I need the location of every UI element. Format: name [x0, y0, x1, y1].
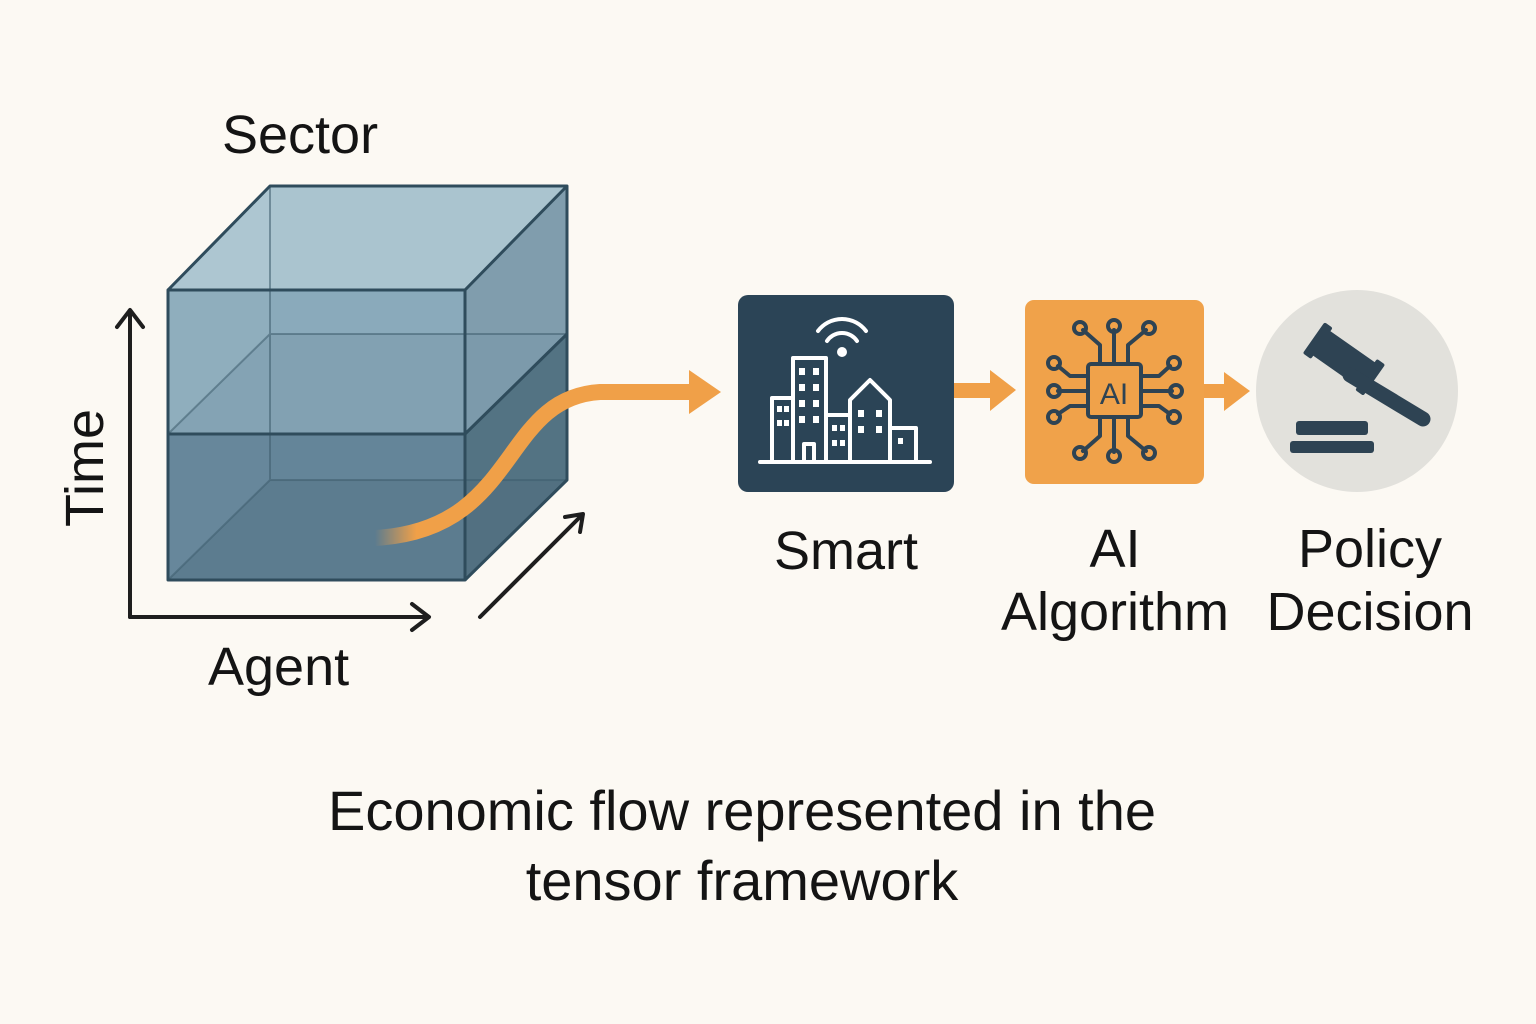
arrow-ai-to-policy	[1204, 372, 1250, 411]
tensor-cube	[166, 184, 569, 582]
ai-stage-label-line2: Algorithm	[1000, 581, 1230, 642]
arrow-smart-to-ai	[954, 370, 1016, 411]
cube-inner-slice	[168, 334, 567, 434]
caption-line-2: tensor framework	[525, 849, 959, 912]
economic-flow-arrow	[374, 370, 721, 546]
policy-stage-label-line2: Decision	[1266, 581, 1474, 642]
time-axis-label: Time	[55, 409, 115, 527]
policy-stage-label-line1: Policy	[1297, 519, 1443, 579]
sector-axis-label: Sector	[222, 105, 379, 165]
ai-chip-icon	[1046, 318, 1184, 464]
ai-stage-label-line1: AI	[1089, 519, 1141, 579]
agent-axis-label: Agent	[208, 637, 350, 697]
time-axis-arrow	[115, 308, 145, 619]
cube-front-face-lower	[168, 434, 465, 580]
smart-city-box	[738, 295, 954, 492]
figure-caption: Economic flow represented in the tensor …	[0, 776, 1484, 916]
sector-axis-arrow	[478, 512, 585, 619]
policy-stage-label: Policy Decision	[1266, 518, 1473, 643]
agent-axis-arrow	[128, 602, 431, 632]
ai-stage-label: AI Algorithm	[1001, 518, 1229, 643]
ai-chip-text: AI	[1100, 378, 1128, 411]
smart-stage-label: Smart	[774, 520, 918, 583]
cube-front-face-upper	[168, 290, 465, 434]
cube-top-face	[168, 186, 567, 290]
smart-city-icon	[758, 317, 932, 464]
ai-algorithm-box: AI	[1025, 300, 1204, 484]
gavel-icon	[1290, 322, 1431, 453]
policy-decision-circle	[1256, 290, 1458, 492]
smart-stage-label-line: Smart	[773, 521, 919, 581]
caption-line-1: Economic flow represented in the	[328, 779, 1156, 842]
cube-side-face-upper	[465, 186, 567, 434]
